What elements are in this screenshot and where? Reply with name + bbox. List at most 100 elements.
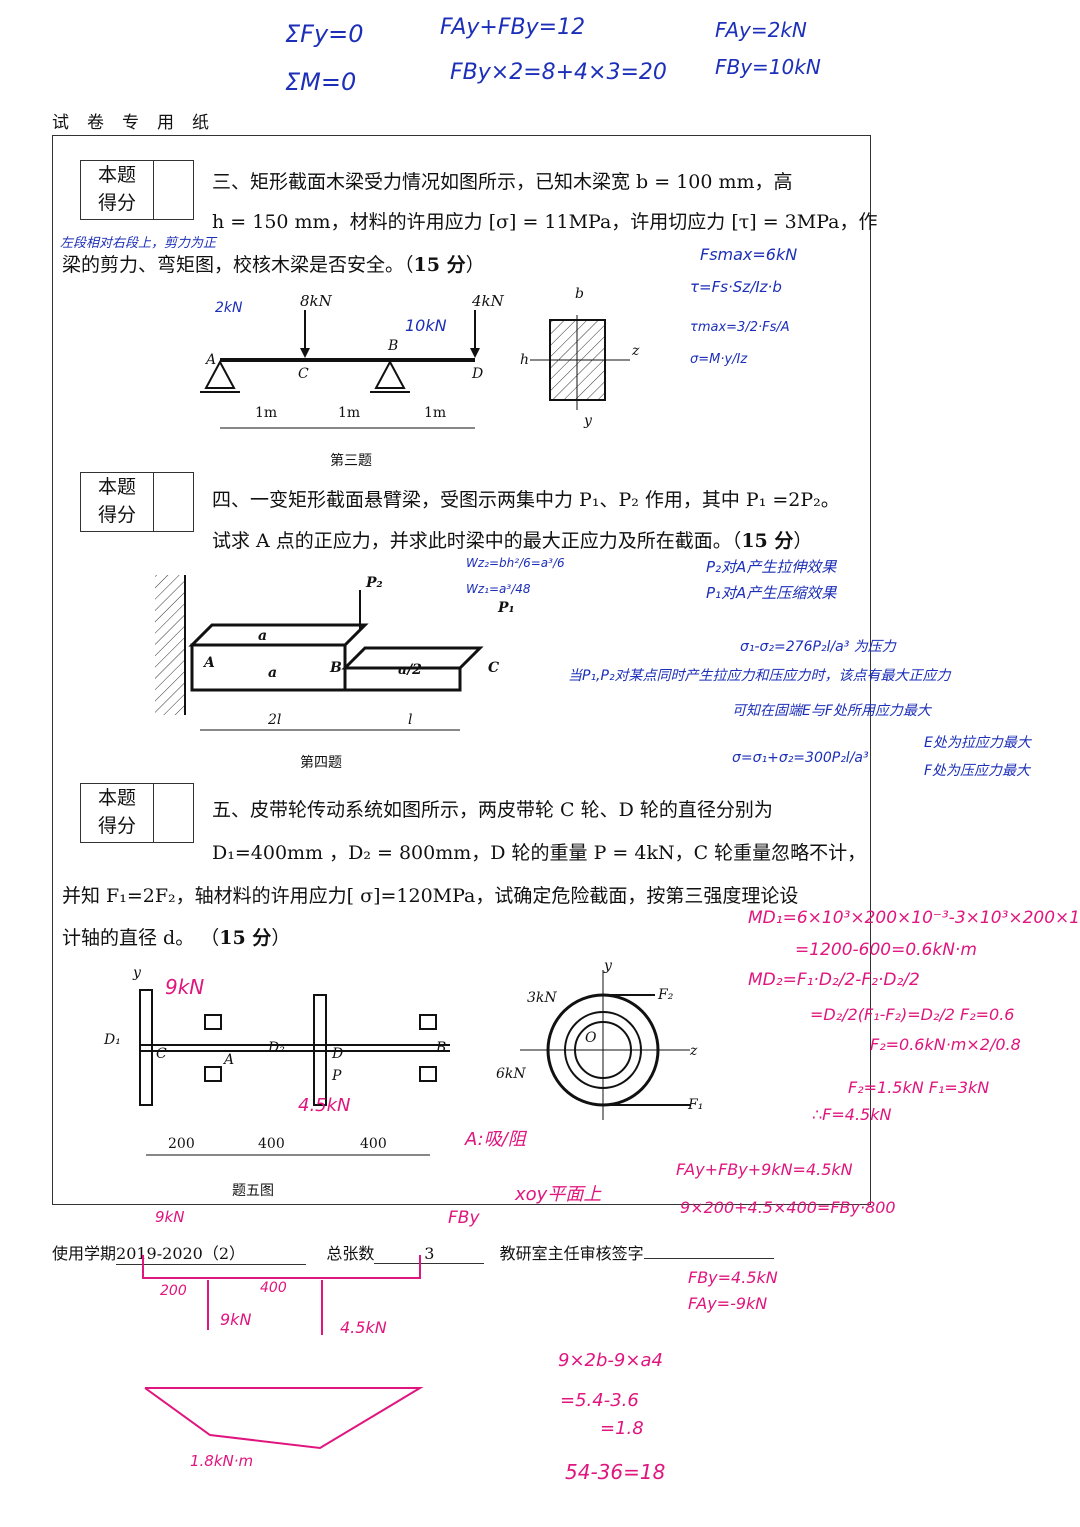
q4-length-2l: 2l xyxy=(268,712,282,728)
q5-f1: F₁ xyxy=(688,1097,704,1113)
hw-note: 当P₁,P₂对某点同时产生拉应力和压应力时，该点有最大正应力 xyxy=(568,668,951,684)
q5-caption: 题五图 xyxy=(232,1183,274,1199)
hw-note: FAy=-9kN xyxy=(688,1294,768,1313)
q3-label-a: A xyxy=(206,352,217,368)
hw-note: FAy=2kN xyxy=(715,18,807,42)
q4-point-a: A xyxy=(204,655,215,671)
sign-field xyxy=(643,1258,774,1259)
q4-line2-end: ） xyxy=(793,530,813,552)
q5-axis-y: y xyxy=(133,965,141,981)
q5-o: O xyxy=(585,1030,597,1046)
hw-note: 9×200+4.5×400=FBy·800 xyxy=(680,1198,896,1217)
q5-dim-400a: 400 xyxy=(258,1136,285,1152)
hw-note: A:吸/阻 xyxy=(465,1129,526,1150)
hw-note: τ=Fs·Sz/Iz·b xyxy=(690,278,782,296)
hw-note: MD₂=F₁·D₂/2-F₂·D₂/2 xyxy=(748,970,920,990)
hw-note: F₂=1.5kN F₁=3kN xyxy=(848,1078,990,1097)
q5-line4-text: 计轴的直径 d。 （ xyxy=(62,927,220,949)
q3-span-3: 1m xyxy=(424,405,447,421)
hw-note: 2kN xyxy=(215,300,243,316)
q4-dim-a-width: a xyxy=(258,628,268,644)
q5-f2: F₂ xyxy=(658,987,674,1003)
hw-note: FBy xyxy=(448,1208,480,1228)
q4-point-c: C xyxy=(488,660,500,676)
q5-d2: D₂ xyxy=(268,1040,285,1056)
q5-a: A xyxy=(224,1052,235,1068)
hw-note: ∴F=4.5kN xyxy=(812,1105,892,1124)
hw-note: F处为压应力最大 xyxy=(924,763,1031,779)
q5-line4: 计轴的直径 d。 （15 分） xyxy=(62,923,290,950)
q3-line3-text: 梁的剪力、弯矩图，校核木梁是否安全。（ xyxy=(62,254,414,276)
hw-note: P₁对A产生压缩效果 xyxy=(706,584,837,602)
q5-c: C xyxy=(156,1046,167,1062)
q3-span-1: 1m xyxy=(255,405,278,421)
hw-note: 9kN xyxy=(155,1208,185,1226)
term-label: 使用学期 xyxy=(52,1244,117,1263)
hw-note: F₂=0.6kN·m×2/0.8 xyxy=(870,1035,1021,1054)
hw-note: 左段相对右段上，剪力为正 xyxy=(60,236,217,251)
term-value: 2019-2020（2） xyxy=(116,1240,307,1265)
hw-note: ΣM=0 xyxy=(285,68,357,96)
q3-height-h: h xyxy=(520,352,530,368)
q4-dim-a-height: a xyxy=(268,665,278,681)
q3-line2: h = 150 mm，材料的许用应力 [σ] = 11MPa，许用切应力 [τ]… xyxy=(212,211,878,233)
q4-point-b: B xyxy=(330,660,342,676)
q3-line1: 三、矩形截面木梁受力情况如图所示，已知木梁宽 b = 100 mm，高 xyxy=(212,171,793,193)
q5-line1: 五、皮带轮传动系统如图所示，两皮带轮 C 轮、D 轮的直径分别为 xyxy=(212,799,773,821)
q5-3kn: 3kN xyxy=(527,990,557,1006)
q4-p1: P₁ xyxy=(498,600,515,616)
q5-6kn: 6kN xyxy=(496,1066,526,1082)
q3-cross-section xyxy=(530,315,630,410)
q3-line3-end: ） xyxy=(465,254,485,276)
score-label-2: 得分 xyxy=(97,815,136,837)
q3-caption: 第三题 xyxy=(330,453,372,469)
hw-note: FAy+FBy=12 xyxy=(440,15,586,40)
q3-axis-y: y xyxy=(584,413,592,429)
hw-note: FBy=10kN xyxy=(715,55,821,79)
hw-note: ΣFy=0 xyxy=(285,20,364,48)
hw-note: =5.4-3.6 xyxy=(560,1390,639,1411)
q5-line2: D₁=400mm ，D₂ = 800mm，D 轮的重量 P = 4kN，C 轮重… xyxy=(212,842,867,864)
hw-note: 9kN xyxy=(165,975,205,999)
hw-note: Fsmax=6kN xyxy=(700,245,798,264)
score-label-2: 得分 xyxy=(97,504,136,526)
q4-length-l: l xyxy=(408,712,413,728)
hw-note: 4.5kN xyxy=(298,1095,351,1116)
sheets-value: 3 xyxy=(374,1244,485,1264)
q5-b: B xyxy=(436,1040,447,1056)
paper-header: 试卷专用纸 xyxy=(52,113,227,133)
q5-line4-end: ） xyxy=(271,927,291,949)
q4-cantilever-diagram xyxy=(155,575,484,731)
q3-label-b: B xyxy=(388,338,399,354)
hw-note: =D₂/2(F₁-F₂)=D₂/2 F₂=0.6 xyxy=(810,1005,1015,1024)
hw-note: P₂对A产生拉伸效果 xyxy=(706,558,837,576)
score-box: 本题得分 xyxy=(80,472,194,532)
hw-note: 10kN xyxy=(405,316,447,335)
q5-points: 15 分 xyxy=(219,927,272,949)
hw-note: =1.8 xyxy=(600,1418,644,1439)
q5-line3: 并知 F₁=2F₂，轴材料的许用应力[ σ]=120MPa，试确定危险截面，按第… xyxy=(62,885,799,907)
q4-points: 15 分 xyxy=(741,530,794,552)
q3-beam-diagram xyxy=(200,310,480,429)
q5-sec-z: z xyxy=(690,1043,698,1059)
hw-note: E处为拉应力最大 xyxy=(924,735,1031,751)
q5-dim-400b: 400 xyxy=(360,1136,387,1152)
score-label-2: 得分 xyxy=(97,192,136,214)
hw-note: σ₁-σ₂=276P₂l/a³ 为压力 xyxy=(740,639,896,655)
q3-label-c: C xyxy=(298,366,309,382)
hw-note: FBy×2=8+4×3=20 xyxy=(450,60,667,85)
hw-note: Wz₂=bh²/6=a³/6 xyxy=(466,556,565,570)
q5-d1: D₁ xyxy=(104,1032,121,1048)
q5-sec-y: y xyxy=(604,958,612,974)
q5-p: P xyxy=(332,1068,342,1084)
score-label-1: 本题 xyxy=(97,164,136,186)
hw-note: FAy+FBy+9kN=4.5kN xyxy=(676,1160,853,1179)
hw-note: 400 xyxy=(260,1280,287,1296)
q3-line3: 梁的剪力、弯矩图，校核木梁是否安全。（15 分） xyxy=(62,250,485,277)
q5-d: D xyxy=(332,1046,344,1062)
q4-p2: P₂ xyxy=(366,575,383,591)
hw-note: τmax=3/2·Fs/A xyxy=(690,320,790,335)
q3-force-4kn: 4kN xyxy=(472,292,504,310)
hw-note: xoy平面上 xyxy=(515,1184,602,1205)
